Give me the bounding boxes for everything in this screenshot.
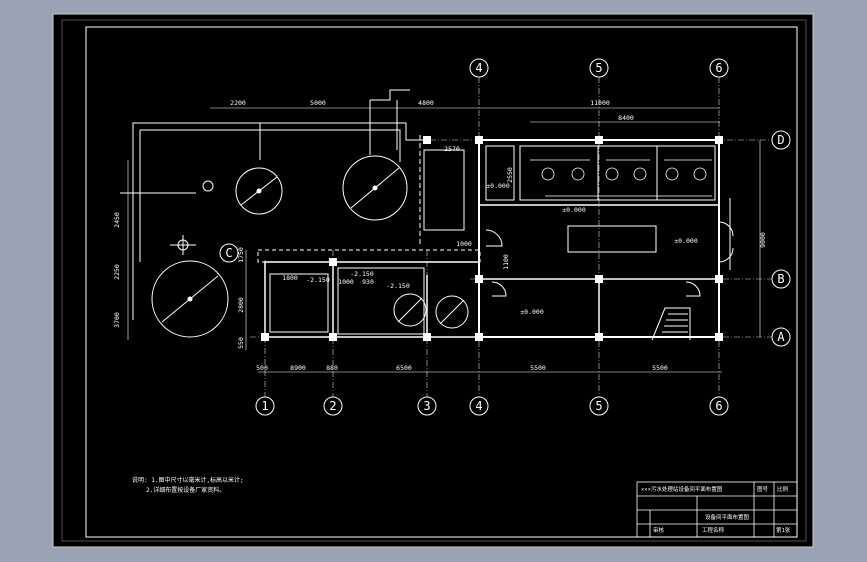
- grid-label-bottom-4: 4: [475, 399, 482, 413]
- pump-1: [393, 293, 427, 327]
- dim-5500-b: 5500: [652, 364, 668, 372]
- title-row-1-no: 图号: [757, 485, 769, 493]
- title-row-3: 工程名称: [702, 526, 725, 534]
- level-7: -2.150: [386, 282, 410, 290]
- title-row-2: 设备间平面布置图: [705, 513, 750, 521]
- dim-4800: 4800: [418, 99, 434, 107]
- door-left: [485, 229, 503, 247]
- title-row-4: 审核: [653, 526, 665, 534]
- dim-2550: 2550: [506, 167, 514, 183]
- tank-2: [342, 155, 408, 221]
- title-row-1: ×××污水处理站设备间平面布置图: [641, 485, 723, 493]
- dim-6500: 6500: [396, 364, 412, 372]
- dim-8400: 8400: [618, 114, 634, 122]
- grid-label-bottom-1: 1: [261, 399, 268, 413]
- pump-room: [264, 261, 480, 338]
- outer-border: [61, 19, 807, 542]
- dim-550: 550: [237, 337, 245, 349]
- level-6: -2.150: [350, 270, 374, 278]
- grid-label-bottom-3: 3: [423, 399, 430, 413]
- level-3: ±0.000: [674, 237, 698, 245]
- dim-1750: 1750: [237, 247, 245, 263]
- dim-1100: 1100: [502, 254, 510, 270]
- grid-label-top-5: 5: [595, 61, 602, 75]
- stair: [651, 307, 691, 341]
- control-panel: [567, 225, 657, 253]
- note-line-2: 2.详细布置按设备厂家资料。: [146, 486, 225, 494]
- door-right: [718, 221, 734, 263]
- grid-label-row-a: A: [777, 330, 785, 344]
- grid-label-row-b: B: [777, 272, 784, 286]
- dim-5000: 5000: [310, 99, 326, 107]
- drawing-sheet: [52, 13, 814, 548]
- dim-2200: 2200: [230, 99, 246, 107]
- dim-500: 500: [256, 364, 268, 372]
- dim-1800: 1800: [282, 274, 298, 282]
- dim-2450: 2450: [113, 212, 121, 228]
- title-row-1-scale: 比例: [777, 485, 789, 493]
- grid-label-top-4: 4: [475, 61, 482, 75]
- grid-bubble-row-c: [219, 243, 239, 263]
- title-row-5: 第1张: [776, 526, 791, 534]
- level-1: ±0.000: [486, 182, 510, 190]
- dim-930: 930: [362, 278, 374, 286]
- note-line-1: 说明: 1.图中尺寸以毫米计,标高以米计;: [132, 476, 244, 484]
- inner-border: [85, 26, 798, 538]
- pump-2: [435, 295, 469, 329]
- grid-label-bottom-5: 5: [595, 399, 602, 413]
- grid-label-row-d: D: [777, 133, 784, 147]
- level-5: -2.150: [306, 276, 330, 284]
- tank-3: [151, 260, 229, 338]
- level-4: ±0.000: [520, 308, 544, 316]
- grid-label-bottom-6: 6: [715, 399, 722, 413]
- dim-9000: 9000: [759, 232, 767, 248]
- dim-2800: 2800: [237, 297, 245, 313]
- tank-1: [235, 167, 283, 215]
- dim-8900: 8900: [290, 364, 306, 372]
- dim-1000b: 1000: [338, 278, 354, 286]
- grid-label-bottom-2: 2: [329, 399, 336, 413]
- dim-5500-a: 5500: [530, 364, 546, 372]
- title-block: [636, 481, 798, 538]
- dim-1000: 1000: [456, 240, 472, 248]
- grid-label-top-6: 6: [715, 61, 722, 75]
- level-2: ±0.000: [562, 206, 586, 214]
- dim-2250: 2250: [113, 264, 121, 280]
- grid-label-row-c: C: [225, 246, 232, 260]
- pipe-loop: [132, 122, 430, 320]
- dim-3700: 3700: [113, 312, 121, 328]
- dim-2570: 2570: [444, 145, 460, 153]
- dim-11000: 11000: [590, 99, 610, 107]
- dim-880: 880: [326, 364, 338, 372]
